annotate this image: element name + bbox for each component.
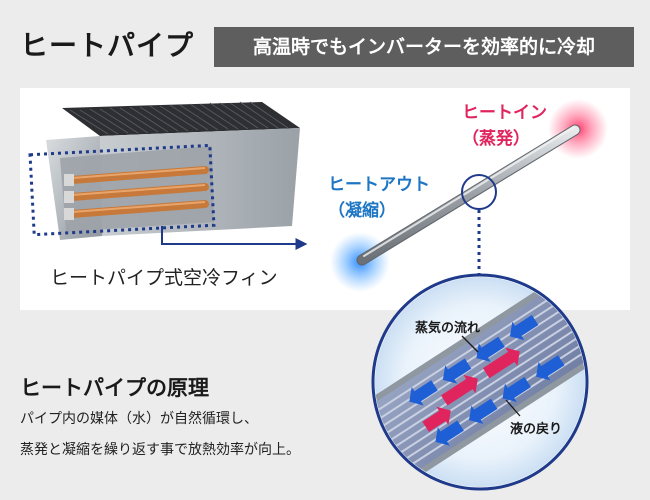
steam-flow-arrows [422,347,520,432]
page-title: ヒートパイプ [20,29,195,62]
heat-pipes-in-fin [64,166,209,220]
steam-flow-label: 蒸気の流れ [415,321,481,336]
principle-title: ヒートパイプの原理 [20,376,209,400]
heat-in-label: ヒートイン （蒸発） [462,100,547,152]
fin-caption: ヒートパイプ式空冷フィン [50,267,278,289]
principle-body: パイプ内の媒体（水）が自然循環し、 蒸発と凝縮を繰り返す事で放熱効率が向上。 [20,404,300,466]
dotted-highlight-box [28,143,216,237]
heat-out-line2: （凝縮） [328,201,396,221]
heat-out-line1: ヒートアウト [328,175,430,195]
detail-circle [371,273,589,491]
heat-in-line1: ヒートイン [462,103,547,123]
heat-in-line2: （蒸発） [462,129,530,149]
liquid-return-arrows [409,314,565,446]
connector-arrow [161,226,308,250]
heat-sink-fin [28,101,300,240]
heat-pipe [356,124,581,266]
liquid-return-label: 液の戻り [510,422,563,437]
heat-out-label: ヒートアウト （凝縮） [328,172,430,224]
zoom-marker [461,174,497,210]
principle-line1: パイプ内の媒体（水）が自然循環し、 [20,411,258,427]
principle-line2: 蒸発と凝縮を繰り返す事で放熱効率が向上。 [20,442,300,458]
subtitle-banner: 高温時でもインバーターを効率的に冷却 [214,27,634,67]
